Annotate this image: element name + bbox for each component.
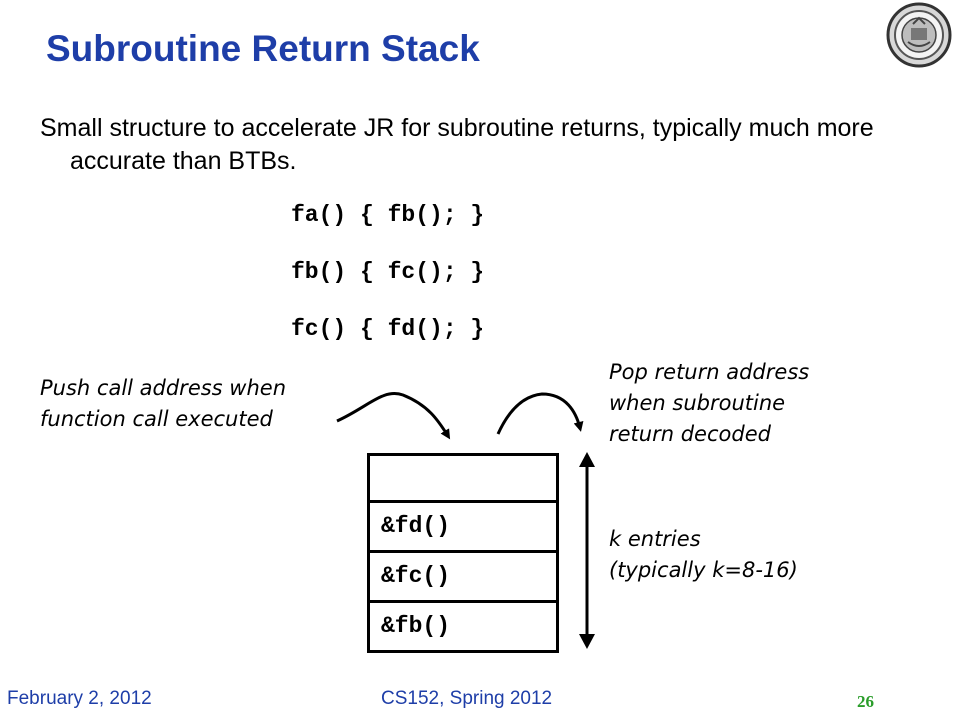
entries-note: k entries (typically k=8-16) [609,524,798,586]
entries-note-line: (typically k=8-16) [609,558,798,582]
code-line-fa: fa() { fb(); } [291,202,485,228]
pop-note-line: Pop return address [609,360,810,384]
down-arrowhead-icon [579,634,595,649]
entries-note-line: k entries [609,527,701,551]
page-number: 26 [857,692,874,711]
stack-entry-fc: &fc() [367,553,559,603]
up-arrowhead-icon [579,452,595,467]
push-note-line: function call executed [40,407,273,431]
pop-note-line: return decoded [609,422,771,446]
stack-entry-empty [367,453,559,503]
footer-course: CS152, Spring 2012 [381,688,553,709]
stack-entry-fb: &fb() [367,603,559,653]
push-note: Push call address when function call exe… [40,373,286,435]
university-seal-icon [886,2,952,68]
return-stack: &fd() &fc() &fb() [367,453,559,653]
push-note-line: Push call address when [40,376,287,400]
pop-note: Pop return address when subroutine retur… [609,357,809,450]
slide-title: Subroutine Return Stack [46,28,480,69]
stack-entry-fd: &fd() [367,503,559,553]
code-line-fc: fc() { fd(); } [291,316,485,342]
footer-date: February 2, 2012 [7,688,152,709]
pop-arrow [496,392,584,435]
push-arrow [336,392,451,440]
code-line-fb: fb() { fc(); } [291,259,485,285]
description-bullet: Small structure to accelerate JR for sub… [40,114,874,175]
pop-note-line: when subroutine [609,391,786,415]
